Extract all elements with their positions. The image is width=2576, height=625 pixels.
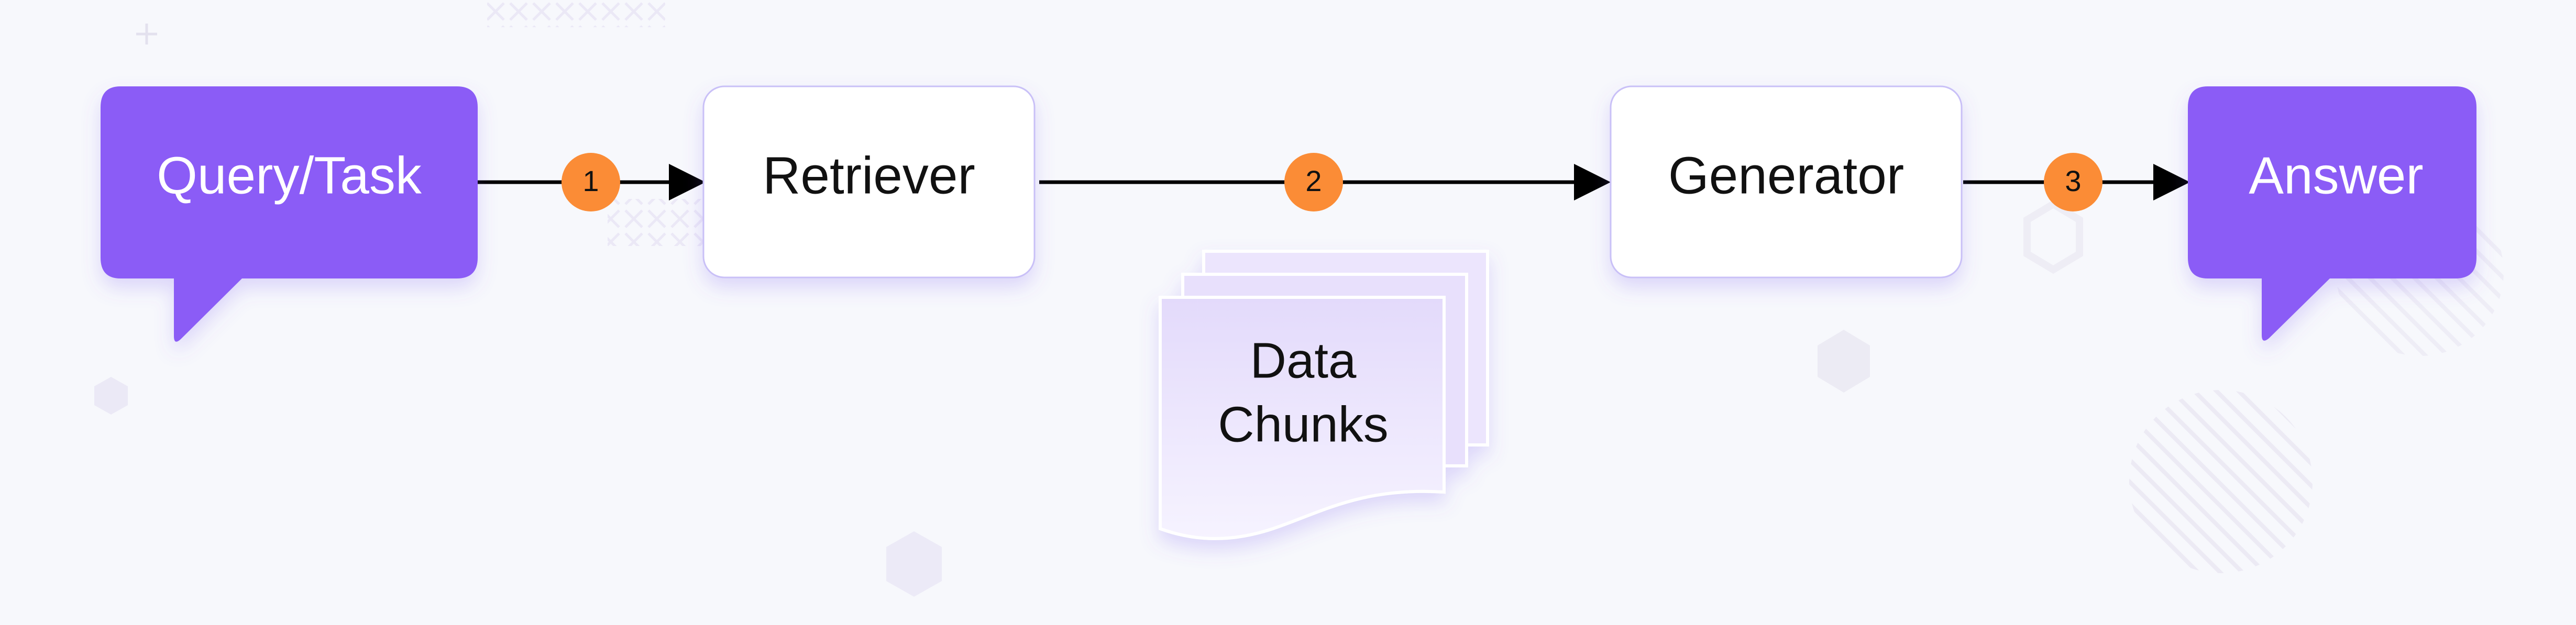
data-chunks-label-line1: Data	[1250, 332, 1357, 388]
query-task-bubble	[101, 86, 478, 342]
step-badge-1-label: 1	[582, 164, 599, 197]
generator-label: Generator	[1668, 146, 1904, 205]
step-badge-1: 1	[562, 153, 620, 211]
x-pattern-decoration	[608, 199, 712, 246]
generator-node	[1610, 85, 1963, 278]
hexagon-decoration	[886, 531, 942, 597]
plus-decoration	[136, 24, 157, 44]
retriever-label: Retriever	[763, 146, 975, 205]
hexagon-decoration	[1818, 330, 1870, 393]
answer-bubble	[2188, 86, 2476, 341]
striped-circle-decoration	[2129, 390, 2313, 573]
chunk-page-front	[1159, 296, 1446, 540]
answer-label: Answer	[2249, 146, 2423, 205]
data-chunks-label-line2: Chunks	[1218, 396, 1389, 452]
step-badge-2-label: 2	[1305, 164, 1322, 197]
retriever-node	[702, 85, 1036, 278]
query-task-label: Query/Task	[157, 146, 422, 205]
step-badge-2: 2	[1284, 153, 1343, 211]
hexagon-decoration	[2023, 199, 2083, 274]
hexagon-decoration	[94, 377, 128, 415]
step-badge-3-label: 3	[2065, 164, 2081, 197]
data-chunks-stack	[1159, 250, 1489, 540]
x-pattern-decoration	[487, 0, 665, 27]
step-badge-3: 3	[2044, 153, 2102, 211]
